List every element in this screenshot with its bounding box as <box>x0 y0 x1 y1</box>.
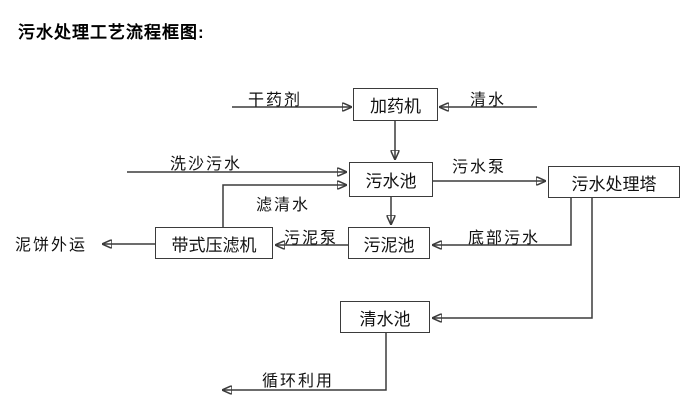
node-clean-water-pool: 清水池 <box>340 301 430 333</box>
node-treatment-tower: 污水处理塔 <box>548 166 680 198</box>
label-mud-cake-out: 泥饼外运 <box>15 237 88 254</box>
label-sewage-pump: 污水泵 <box>452 159 507 176</box>
label-sludge-pump: 污泥泵 <box>284 230 339 247</box>
label-recycle-use: 循环利用 <box>262 373 335 390</box>
label-sand-washing-sewage: 洗沙污水 <box>170 156 243 173</box>
node-dosing-machine: 加药机 <box>353 88 438 121</box>
node-sewage-pool: 污水池 <box>349 162 433 197</box>
node-sludge-pool: 污泥池 <box>348 227 430 259</box>
arrow-bottom-sewage-icon <box>433 198 572 245</box>
label-bottom-sewage: 底部污水 <box>468 230 541 247</box>
page-title: 污水处理工艺流程框图: <box>18 23 205 42</box>
label-filtered-water: 滤清水 <box>256 197 311 214</box>
arrow-tower-to-clean-pool-icon <box>433 198 593 318</box>
arrow-recycle-use-icon <box>223 333 387 390</box>
label-dry-chemical: 干药剂 <box>248 92 303 109</box>
label-clean-water: 清水 <box>470 92 507 109</box>
arrow-filtered-water-icon <box>222 185 346 227</box>
node-belt-filter-press: 带式压滤机 <box>155 227 273 259</box>
